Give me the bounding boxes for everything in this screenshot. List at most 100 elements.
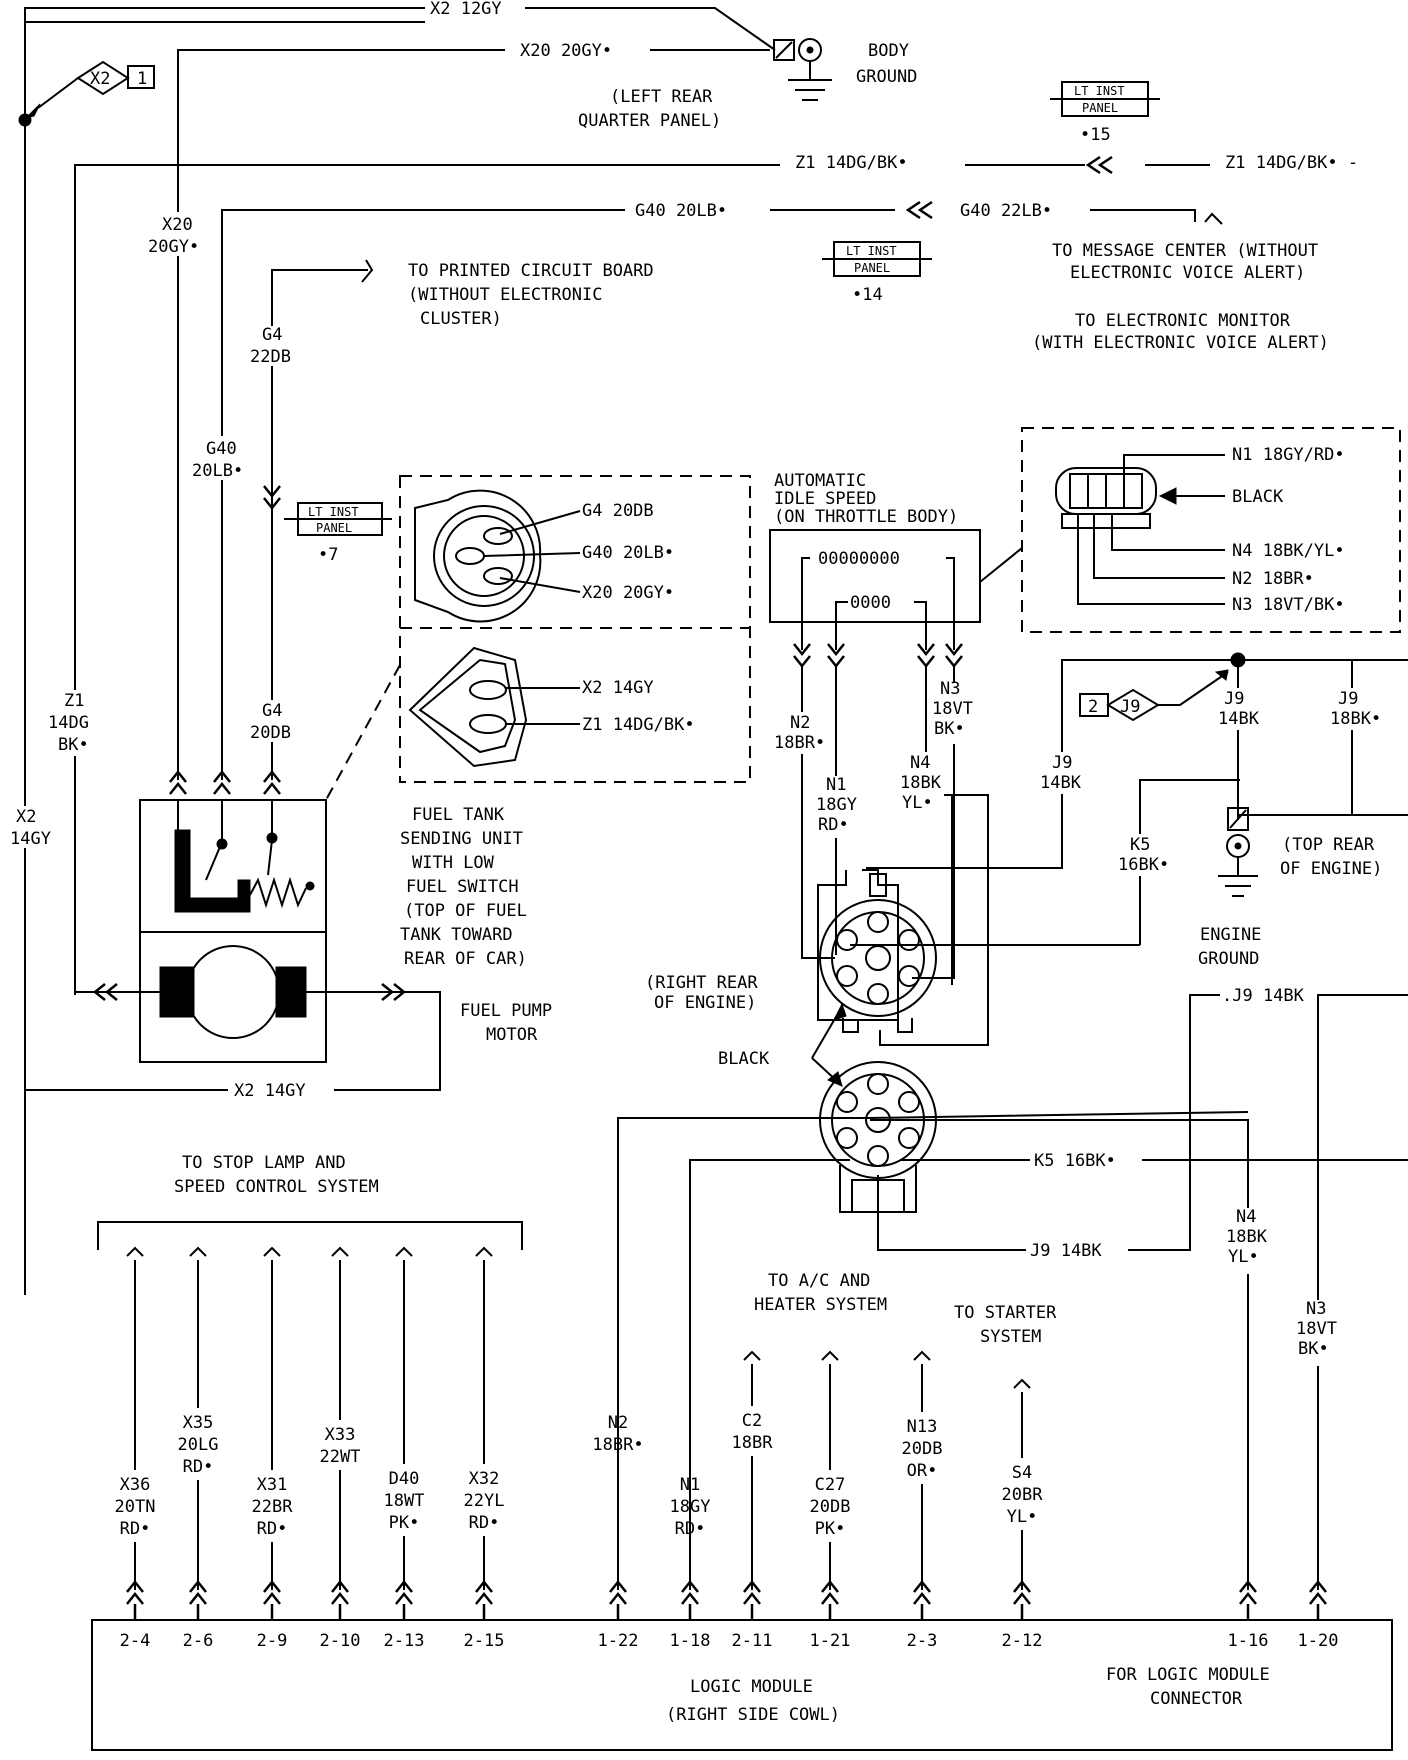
logic-wire-1-20: 1-20	[1298, 1570, 1339, 1651]
wire-label: 22YL	[464, 1491, 505, 1511]
mid-n1-a: N1	[826, 775, 846, 795]
splice-15-bottom: PANEL	[1082, 101, 1118, 115]
break-symbol	[395, 1246, 413, 1257]
mid-n2-b: 18BR•	[774, 733, 825, 753]
vlabel-z1-c: BK•	[58, 735, 89, 755]
wire-label: 20TN	[115, 1497, 156, 1517]
engine-conn-black: BLACK	[718, 1049, 770, 1069]
electronic-monitor-2: (WITH ELECTRONIC VOICE ALERT)	[1032, 333, 1329, 353]
mid-n3-b: 18VT	[932, 699, 973, 719]
sender-upper-x20: X20 20GY•	[582, 583, 674, 603]
break-symbol	[189, 1246, 207, 1257]
connector-arrow	[126, 1579, 144, 1620]
vlabel-x20-a: X20	[162, 215, 193, 235]
mid-k5-a: K5	[1130, 835, 1150, 855]
splice-14-top: LT INST	[846, 244, 897, 258]
connector-x2-letter: X2	[90, 69, 110, 89]
vlabel-z1-a: Z1	[64, 691, 84, 711]
splice-14-bottom: PANEL	[854, 261, 890, 275]
connector-arrow	[1309, 1579, 1327, 1620]
electronic-monitor-1: TO ELECTRONIC MONITOR	[1075, 311, 1291, 331]
wire-label: N13	[907, 1417, 938, 1437]
fuel-tank-label-7: REAR OF CAR)	[404, 949, 527, 969]
connector-arrow	[189, 1579, 207, 1620]
mid-n1-b: 18GY	[816, 795, 857, 815]
connector-arrow	[609, 1579, 627, 1620]
wire-label: 18BR•	[592, 1435, 643, 1455]
starter-label-1: TO STARTER	[954, 1303, 1057, 1323]
break-symbol	[743, 1350, 761, 1361]
body-ground-label-2: GROUND	[856, 67, 917, 87]
wire-label: N2	[608, 1413, 628, 1433]
break-symbol	[263, 1246, 281, 1257]
wire-label: X31	[257, 1475, 288, 1495]
pin-number: 1-16	[1228, 1631, 1269, 1651]
wire-label: OR•	[907, 1461, 938, 1481]
engine-ground-label-1: ENGINE	[1200, 925, 1261, 945]
logic-module-box	[91, 1619, 1393, 1751]
wire-label: 18WT	[384, 1491, 425, 1511]
vlabel-x20-b: 20GY•	[148, 237, 199, 257]
wire-label: 18GY	[670, 1497, 711, 1517]
mid-j9b-b: 14BK	[1218, 709, 1260, 729]
logic-module-wires: X3620TNRD•2-4X3520LGRD•2-6X3122BRRD•2-9X…	[115, 1246, 1339, 1651]
wire-label: RD•	[183, 1457, 214, 1477]
ais-motor: 00000000 0000	[769, 529, 1023, 669]
sender-upper-g4: G4 20DB	[582, 501, 654, 521]
connector-arrow	[475, 1579, 493, 1620]
mid-n4-b: 18BK	[900, 773, 942, 793]
wire-label: X35	[183, 1413, 214, 1433]
sender-lower-z1: Z1 14DG/BK•	[582, 715, 695, 735]
wire-label: X36	[120, 1475, 151, 1495]
splice-14-num: •14	[852, 285, 883, 305]
break-symbol	[475, 1246, 493, 1257]
wire-label: X32	[469, 1469, 500, 1489]
pcb-label-2: (WITHOUT ELECTRONIC	[408, 285, 602, 305]
connector-arrow	[821, 1579, 839, 1620]
ais-conn-n2: N2 18BR•	[1232, 569, 1314, 589]
break-symbol	[331, 1246, 349, 1257]
lower-wiring	[617, 994, 1408, 1570]
label-g40-20lb: G40 20LB•	[635, 201, 727, 221]
vlabel-g40-a: G40	[206, 439, 237, 459]
wire-label: RD•	[120, 1519, 151, 1539]
pin-number: 2-10	[320, 1631, 361, 1651]
mid-n1-c: RD•	[818, 815, 849, 835]
splice-15-top: LT INST	[1074, 84, 1125, 98]
break-symbol	[1013, 1378, 1031, 1389]
right-n4-c: YL•	[1228, 1247, 1259, 1267]
ais-conn-n3: N3 18VT/BK•	[1232, 595, 1345, 615]
sender-upper-g40: G40 20LB•	[582, 543, 674, 563]
fuel-tank-sending-unit	[24, 769, 441, 1295]
connector-arrow-z1	[1085, 155, 1113, 175]
message-center-2: ELECTRONIC VOICE ALERT)	[1070, 263, 1305, 283]
connector-x2-diamond	[18, 60, 155, 127]
connector-j9-diamond	[1079, 652, 1246, 820]
black-arrows	[811, 1002, 847, 1087]
label-z1-right: Z1 14DG/BK• -	[1225, 153, 1358, 173]
body-ground-location-1: (LEFT REAR	[610, 87, 713, 107]
logic-module-note-2: CONNECTOR	[1150, 1689, 1243, 1709]
wire-label: 20DB	[810, 1497, 851, 1517]
pin-number: 1-20	[1298, 1631, 1339, 1651]
wire-label: X33	[325, 1425, 356, 1445]
stop-lamp-bracket	[97, 1221, 523, 1250]
connector-j9-letter: J9	[1120, 697, 1140, 717]
fuel-tank-label-3: WITH LOW	[412, 853, 495, 873]
wire-label: 20LG	[178, 1435, 219, 1455]
ac-label-2: HEATER SYSTEM	[754, 1295, 887, 1315]
mid-j9b-a: J9	[1224, 689, 1244, 709]
engine-conn-k5: K5 16BK•	[1034, 1151, 1116, 1171]
fuel-tank-label-1: FUEL TANK	[412, 805, 505, 825]
svg-text:00000000: 00000000	[818, 549, 900, 569]
mid-n3-c: BK•	[934, 719, 965, 739]
connector-j9-pin: 2	[1088, 697, 1098, 717]
fuel-tank-label-2: SENDING UNIT	[400, 829, 523, 849]
splice-15-num: •15	[1080, 125, 1111, 145]
engine-conn-j9-low: J9 14BK	[1030, 1241, 1102, 1261]
